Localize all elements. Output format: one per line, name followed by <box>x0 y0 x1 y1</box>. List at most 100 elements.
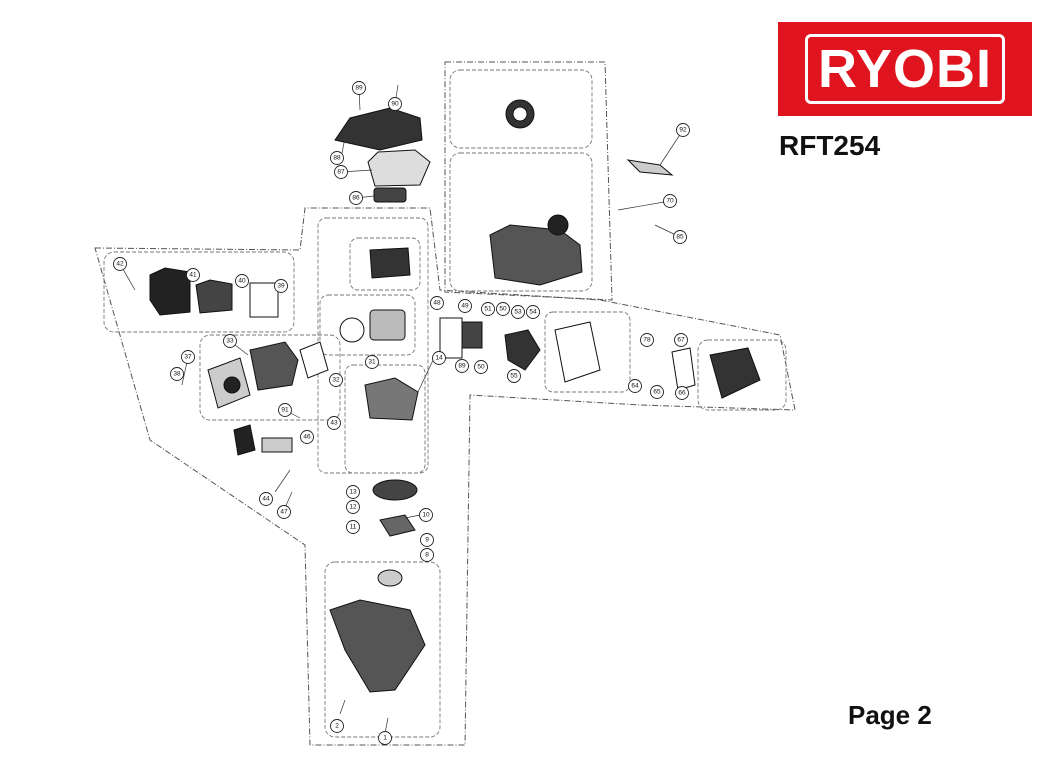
callout: 87 <box>334 165 348 179</box>
svg-text:13: 13 <box>349 489 357 496</box>
part-gasket-32 <box>299 341 329 379</box>
svg-text:8: 8 <box>425 552 429 559</box>
part-48 <box>439 317 463 359</box>
part-starter-housing <box>554 321 601 383</box>
svg-text:65: 65 <box>653 389 661 396</box>
svg-text:47: 47 <box>280 509 288 516</box>
svg-text:31: 31 <box>368 359 376 366</box>
callout: 91 <box>278 403 292 417</box>
callout: 89 <box>455 359 469 373</box>
callout: 1 <box>378 731 392 745</box>
callout: 50 <box>496 302 510 316</box>
svg-text:39: 39 <box>277 283 285 290</box>
svg-text:12: 12 <box>349 504 357 511</box>
part-ignition-coil <box>233 424 256 456</box>
callout: 54 <box>526 305 540 319</box>
callout: 39 <box>274 279 288 293</box>
svg-text:41: 41 <box>189 272 197 279</box>
svg-text:50: 50 <box>499 306 507 313</box>
callout: 92 <box>676 123 690 137</box>
callout: 38 <box>170 367 184 381</box>
callout: 89 <box>352 81 366 95</box>
svg-text:48: 48 <box>433 300 441 307</box>
callout: 65 <box>650 385 664 399</box>
assembly-boundary-fuel-tank <box>444 61 613 301</box>
part-gasket-39 <box>249 282 279 318</box>
callout-group: 89 90 88 87 86 92 70 85 42 41 40 39 33 3… <box>113 81 690 745</box>
callout: 13 <box>346 485 360 499</box>
callout: 44 <box>259 492 273 506</box>
callout: 90 <box>388 97 402 111</box>
assembly-boundary-main <box>94 207 796 746</box>
part-muffler <box>709 347 761 399</box>
svg-text:78: 78 <box>643 337 651 344</box>
svg-text:44: 44 <box>262 496 270 503</box>
svg-text:64: 64 <box>631 383 639 390</box>
svg-text:38: 38 <box>173 371 181 378</box>
callout: 8 <box>420 548 434 562</box>
group-box-tank-bottom <box>449 152 593 292</box>
callout: 42 <box>113 257 127 271</box>
part-air-filter-cover <box>149 267 191 316</box>
svg-text:2: 2 <box>335 723 339 730</box>
svg-text:50: 50 <box>477 364 485 371</box>
callout: 12 <box>346 500 360 514</box>
part-cap <box>377 569 403 587</box>
part-crankcase <box>364 377 419 421</box>
svg-text:70: 70 <box>666 198 674 205</box>
callout: 88 <box>330 151 344 165</box>
part-86 <box>373 187 407 203</box>
svg-text:14: 14 <box>435 355 443 362</box>
callout: 37 <box>181 350 195 364</box>
svg-text:54: 54 <box>529 309 537 316</box>
svg-text:55: 55 <box>510 373 518 380</box>
svg-text:67: 67 <box>677 337 685 344</box>
callout: 10 <box>419 508 433 522</box>
svg-text:88: 88 <box>333 155 341 162</box>
callout: 53 <box>511 305 525 319</box>
group-box-air-filter <box>103 251 295 333</box>
svg-text:32: 32 <box>332 377 340 384</box>
callout: 86 <box>349 191 363 205</box>
svg-text:10: 10 <box>422 512 430 519</box>
svg-text:90: 90 <box>391 101 399 108</box>
ryobi-logo: RYOBI <box>778 22 1032 116</box>
callout: 55 <box>507 369 521 383</box>
svg-text:87: 87 <box>337 169 345 176</box>
page-number: Page 2 <box>848 700 932 730</box>
callout: 40 <box>235 274 249 288</box>
svg-text:43: 43 <box>330 420 338 427</box>
model-number: RFT254 <box>779 130 881 161</box>
svg-text:89: 89 <box>355 85 363 92</box>
group-box-crank-top <box>349 237 421 291</box>
callout: 33 <box>223 334 237 348</box>
callout: 31 <box>365 355 379 369</box>
part-piston-ring <box>339 317 365 343</box>
part-51 <box>504 329 541 371</box>
group-box-muffler <box>697 339 787 411</box>
svg-text:33: 33 <box>226 338 234 345</box>
svg-text:85: 85 <box>676 234 684 241</box>
part-air-filter <box>195 279 233 314</box>
callout: 85 <box>673 230 687 244</box>
callout: 14 <box>432 351 446 365</box>
callout: 78 <box>640 333 654 347</box>
svg-text:40: 40 <box>238 278 246 285</box>
callout: 51 <box>481 302 495 316</box>
part-flywheel <box>372 479 418 501</box>
callout: 43 <box>327 416 341 430</box>
svg-text:46: 46 <box>303 434 311 441</box>
group-box-tine-housing <box>324 561 441 738</box>
part-cylinder <box>249 341 299 391</box>
svg-text:42: 42 <box>116 261 124 268</box>
callout: 66 <box>675 386 689 400</box>
part-clutch <box>379 514 416 537</box>
part-crank-cover <box>369 247 411 279</box>
svg-text:66: 66 <box>678 390 686 397</box>
svg-text:53: 53 <box>514 309 522 316</box>
part-fuel-tank <box>489 224 583 286</box>
callout: 2 <box>330 719 344 733</box>
part-tine-housing <box>329 599 426 693</box>
svg-text:89: 89 <box>458 363 466 370</box>
callout: 64 <box>628 379 642 393</box>
